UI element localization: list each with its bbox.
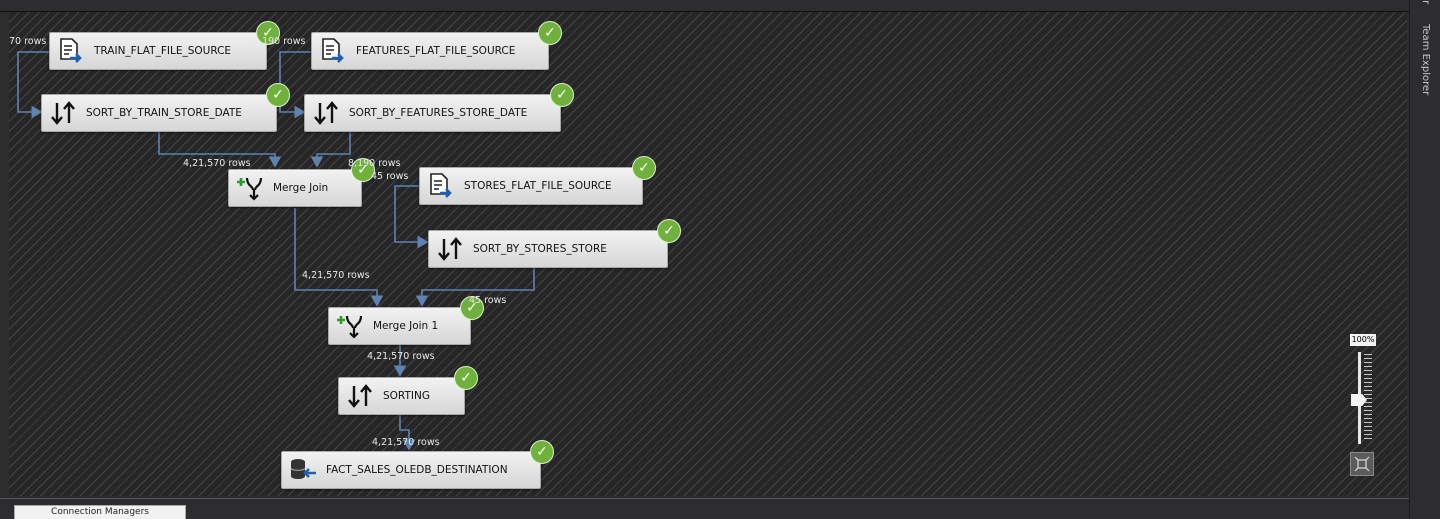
task-label: STORES_FLAT_FILE_SOURCE [464,180,612,192]
zoom-level-label: 100% [1350,334,1376,346]
task-label: TRAIN_FLAT_FILE_SOURCE [94,45,232,57]
designer-top-bar [0,0,1440,12]
success-check-icon: ✓ [657,219,681,243]
success-check-icon: ✓ [530,440,554,464]
task-features-flat-file-source[interactable]: FEATURES_FLAT_FILE_SOURCE ✓ [311,21,562,70]
sort-icon [46,98,80,128]
flat-file-source-icon [316,36,350,66]
path-features-to-sort [279,51,311,119]
row-count-label: 45 rows [469,295,507,306]
task-merge-join[interactable]: Merge Join ✓ [228,158,375,207]
fit-to-window-icon [1354,456,1370,472]
zoom-slider-thumb[interactable] [1351,394,1367,406]
success-check-icon: ✓ [538,21,562,45]
success-check-icon: ✓ [632,156,656,180]
connection-managers-pane: Connection Managers [0,498,1409,519]
data-flow-canvas[interactable]: TRAIN_FLAT_FILE_SOURCE ✓ FEATURES_FLAT_F… [9,12,1407,496]
zoom-slider-ticks [1364,354,1372,442]
path-sort-features-to-merge [310,132,351,168]
success-check-icon: ✓ [454,366,478,390]
task-sort-by-train-store-date[interactable]: SORT_BY_TRAIN_STORE_DATE ✓ [41,83,290,132]
row-count-label: 70 rows [9,36,47,47]
connection-managers-tab[interactable]: Connection Managers [14,505,186,519]
zoom-control: 100% [1348,334,1378,480]
right-tool-rail: er Team Explorer [1409,0,1440,518]
zoom-to-fit-button[interactable] [1350,452,1374,476]
path-sort-stores-to-merge1 [415,268,535,307]
task-stores-flat-file-source[interactable]: STORES_FLAT_FILE_SOURCE ✓ [419,156,656,205]
sort-icon [309,98,343,128]
task-label: SORT_BY_FEATURES_STORE_DATE [349,107,528,119]
oledb-destination-icon [286,455,320,485]
task-label: FEATURES_FLAT_FILE_SOURCE [356,45,516,57]
path-sorting-to-dest [399,415,416,451]
rail-tab-partial[interactable]: er [1420,0,1431,4]
row-count-label: 4,21,570 rows [302,270,370,281]
task-label: Merge Join [273,182,329,194]
task-sort-by-features-store-date[interactable]: SORT_BY_FEATURES_STORE_DATE ✓ [304,83,574,132]
task-label: SORT_BY_STORES_STORE [473,243,607,255]
sort-icon [433,234,467,264]
row-count-label: 4,21,570 rows [183,158,251,169]
row-count-label: 8,190 rows [253,36,306,47]
success-check-icon: ✓ [550,83,574,107]
path-merge-to-merge1 [294,208,384,307]
success-check-icon: ✓ [460,296,484,320]
task-sorting[interactable]: SORTING ✓ [338,366,478,415]
team-explorer-tab[interactable]: Team Explorer [1420,24,1431,96]
task-fact-sales-oledb-destination[interactable]: FACT_SALES_OLEDB_DESTINATION ✓ [281,440,554,489]
sort-icon [343,381,377,411]
row-count-label: 45 rows [371,171,409,182]
success-check-icon: ✓ [256,21,280,45]
task-sort-by-stores-store[interactable]: SORT_BY_STORES_STORE ✓ [428,219,681,268]
task-label: FACT_SALES_OLEDB_DESTINATION [326,464,508,476]
merge-join-icon [233,173,267,203]
data-path-layer [17,51,535,451]
success-check-icon: ✓ [266,83,290,107]
merge-join-icon [333,311,367,341]
row-count-label: 4,21,570 rows [372,437,440,448]
row-count-label: 4,21,570 rows [367,351,435,362]
path-sort-train-to-merge [158,132,282,168]
row-count-label: 8,190 rows [348,158,401,169]
task-merge-join-1[interactable]: Merge Join 1 ✓ [328,296,484,345]
flat-file-source-icon [424,171,458,201]
path-train-to-sort [17,51,49,119]
flat-file-source-icon [54,36,88,66]
task-label: Merge Join 1 [373,320,439,332]
path-stores-to-sort [394,185,429,249]
task-label: SORT_BY_TRAIN_STORE_DATE [86,107,242,119]
task-train-flat-file-source[interactable]: TRAIN_FLAT_FILE_SOURCE ✓ [49,21,280,70]
success-check-icon: ✓ [351,158,375,182]
task-label: SORTING [383,390,430,402]
